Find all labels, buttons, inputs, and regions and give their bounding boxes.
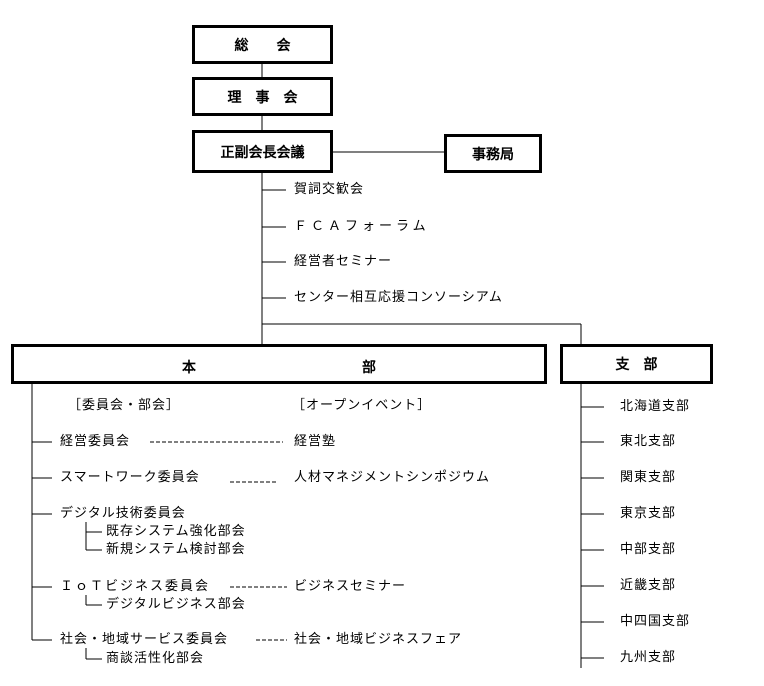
event-item: ＦＣＡフォーラム — [294, 219, 430, 234]
secretariat-box: 事務局 — [444, 134, 542, 173]
committee-name: スマートワーク委員会 — [60, 470, 200, 485]
sub-department-name: 商談活性化部会 — [106, 651, 205, 666]
branch-item: 北海道支部 — [620, 399, 691, 414]
branch-item: 近畿支部 — [620, 578, 677, 593]
event-item: センター相互応援コンソーシアム — [294, 290, 503, 305]
committee-name: 社会・地域サービス委員会 — [60, 632, 229, 647]
headquarters-label-right: 部 — [362, 360, 376, 376]
event-item: 経営者セミナー — [294, 254, 393, 269]
board-box: 理 事 会 — [192, 77, 333, 116]
branch-item: 東京支部 — [620, 506, 677, 521]
branch-item: 九州支部 — [620, 650, 677, 665]
chairs-meeting-label: 正副会長会議 — [220, 144, 305, 161]
committee-name: デジタル技術委員会 — [60, 506, 186, 521]
chairs-meeting-box: 正副会長会議 — [192, 130, 333, 173]
sub-department-name: 新規システム検討部会 — [106, 542, 246, 557]
headquarters-box: 本 部 — [11, 344, 547, 384]
general-assembly-label: 総 会 — [234, 37, 291, 54]
secretariat-label: 事務局 — [472, 146, 514, 163]
open-event-name: ビジネスセミナー — [294, 579, 407, 594]
open-event-name: 経営塾 — [294, 434, 337, 449]
committees-header: ［委員会・部会］ — [68, 398, 181, 413]
sub-department-name: デジタルビジネス部会 — [106, 597, 246, 612]
open-event-name: 人材マネジメントシンポジウム — [294, 470, 491, 485]
headquarters-label-left: 本 — [182, 360, 196, 376]
open-events-header: ［オープンイベント］ — [292, 398, 432, 413]
branch-item: 関東支部 — [620, 470, 677, 485]
committee-name: 経営委員会 — [60, 434, 131, 449]
branch-item: 中部支部 — [620, 542, 677, 557]
branches-box: 支 部 — [560, 344, 713, 384]
branches-label: 支 部 — [615, 357, 658, 373]
board-label: 理 事 会 — [227, 89, 298, 106]
open-event-name: 社会・地域ビジネスフェア — [294, 632, 463, 647]
branch-item: 東北支部 — [620, 434, 677, 449]
general-assembly-box: 総 会 — [192, 25, 333, 64]
event-item: 賀詞交歓会 — [294, 182, 365, 197]
sub-department-name: 既存システム強化部会 — [106, 524, 246, 539]
branch-item: 中四国支部 — [620, 614, 691, 629]
committee-name: ＩｏＴビジネス委員会 — [60, 579, 211, 594]
